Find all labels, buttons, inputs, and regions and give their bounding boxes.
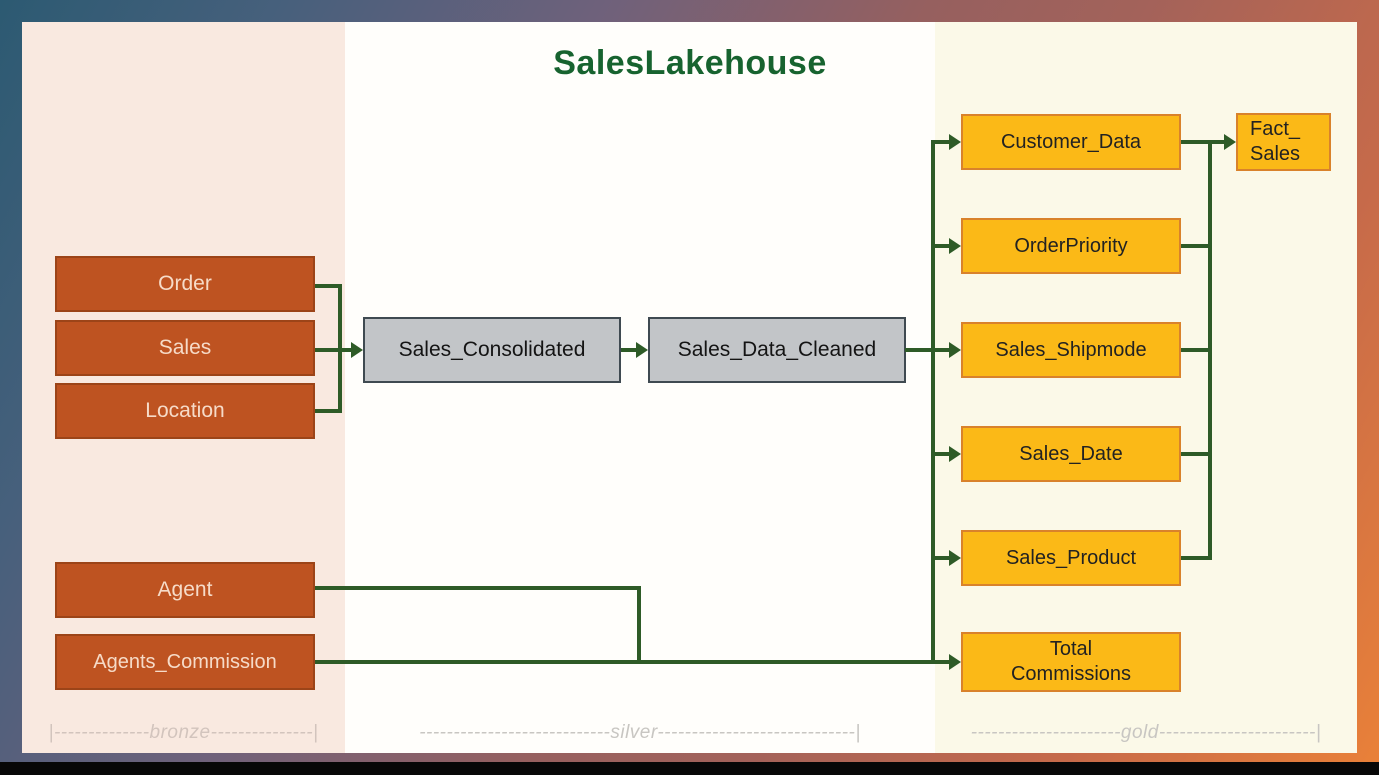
connector-line bbox=[1181, 348, 1212, 352]
connector-line bbox=[315, 348, 351, 352]
connector-line bbox=[1181, 244, 1212, 248]
connector-line bbox=[931, 452, 949, 456]
arrow-right-icon bbox=[949, 134, 961, 150]
connector-line bbox=[637, 586, 641, 664]
silver-layer-ruler: ----------------------------silver------… bbox=[419, 722, 861, 743]
connector-line bbox=[905, 348, 949, 352]
connector-line bbox=[931, 140, 949, 144]
node-order: Order bbox=[55, 256, 315, 312]
node-total-commissions: Total Commissions bbox=[961, 632, 1181, 692]
arrow-right-icon bbox=[949, 342, 961, 358]
arrow-right-icon bbox=[351, 342, 363, 358]
node-fact-sales: Fact_ Sales bbox=[1236, 113, 1331, 171]
connector-line bbox=[931, 244, 949, 248]
connector-line bbox=[931, 556, 949, 560]
node-sales: Sales bbox=[55, 320, 315, 376]
connector-line bbox=[1181, 140, 1224, 144]
bottom-black-bar bbox=[0, 762, 1379, 775]
arrow-right-icon bbox=[949, 550, 961, 566]
node-sales-data-cleaned: Sales_Data_Cleaned bbox=[648, 317, 906, 383]
node-sales-product: Sales_Product bbox=[961, 530, 1181, 586]
arrow-right-icon bbox=[636, 342, 648, 358]
arrow-right-icon bbox=[1224, 134, 1236, 150]
connector-line bbox=[315, 660, 949, 664]
node-sales-shipmode: Sales_Shipmode bbox=[961, 322, 1181, 378]
connector-line bbox=[1181, 556, 1212, 560]
node-orderpriority: OrderPriority bbox=[961, 218, 1181, 274]
node-location: Location bbox=[55, 383, 315, 439]
node-sales-date: Sales_Date bbox=[961, 426, 1181, 482]
connector-line bbox=[315, 284, 342, 288]
node-agent: Agent bbox=[55, 562, 315, 618]
node-customer-data: Customer_Data bbox=[961, 114, 1181, 170]
arrow-right-icon bbox=[949, 238, 961, 254]
connector-line bbox=[315, 586, 641, 590]
node-sales-consolidated: Sales_Consolidated bbox=[363, 317, 621, 383]
connector-line bbox=[931, 140, 935, 664]
gold-layer-ruler: ----------------------gold--------------… bbox=[970, 722, 1322, 743]
node-agents-commission: Agents_Commission bbox=[55, 634, 315, 690]
arrow-right-icon bbox=[949, 446, 961, 462]
bronze-layer-ruler: |--------------bronze---------------| bbox=[48, 722, 319, 743]
connector-line bbox=[315, 409, 342, 413]
connector-line bbox=[1181, 452, 1212, 456]
arrow-right-icon bbox=[949, 654, 961, 670]
diagram-title: SalesLakehouse bbox=[553, 44, 827, 82]
connector-line bbox=[621, 348, 636, 352]
